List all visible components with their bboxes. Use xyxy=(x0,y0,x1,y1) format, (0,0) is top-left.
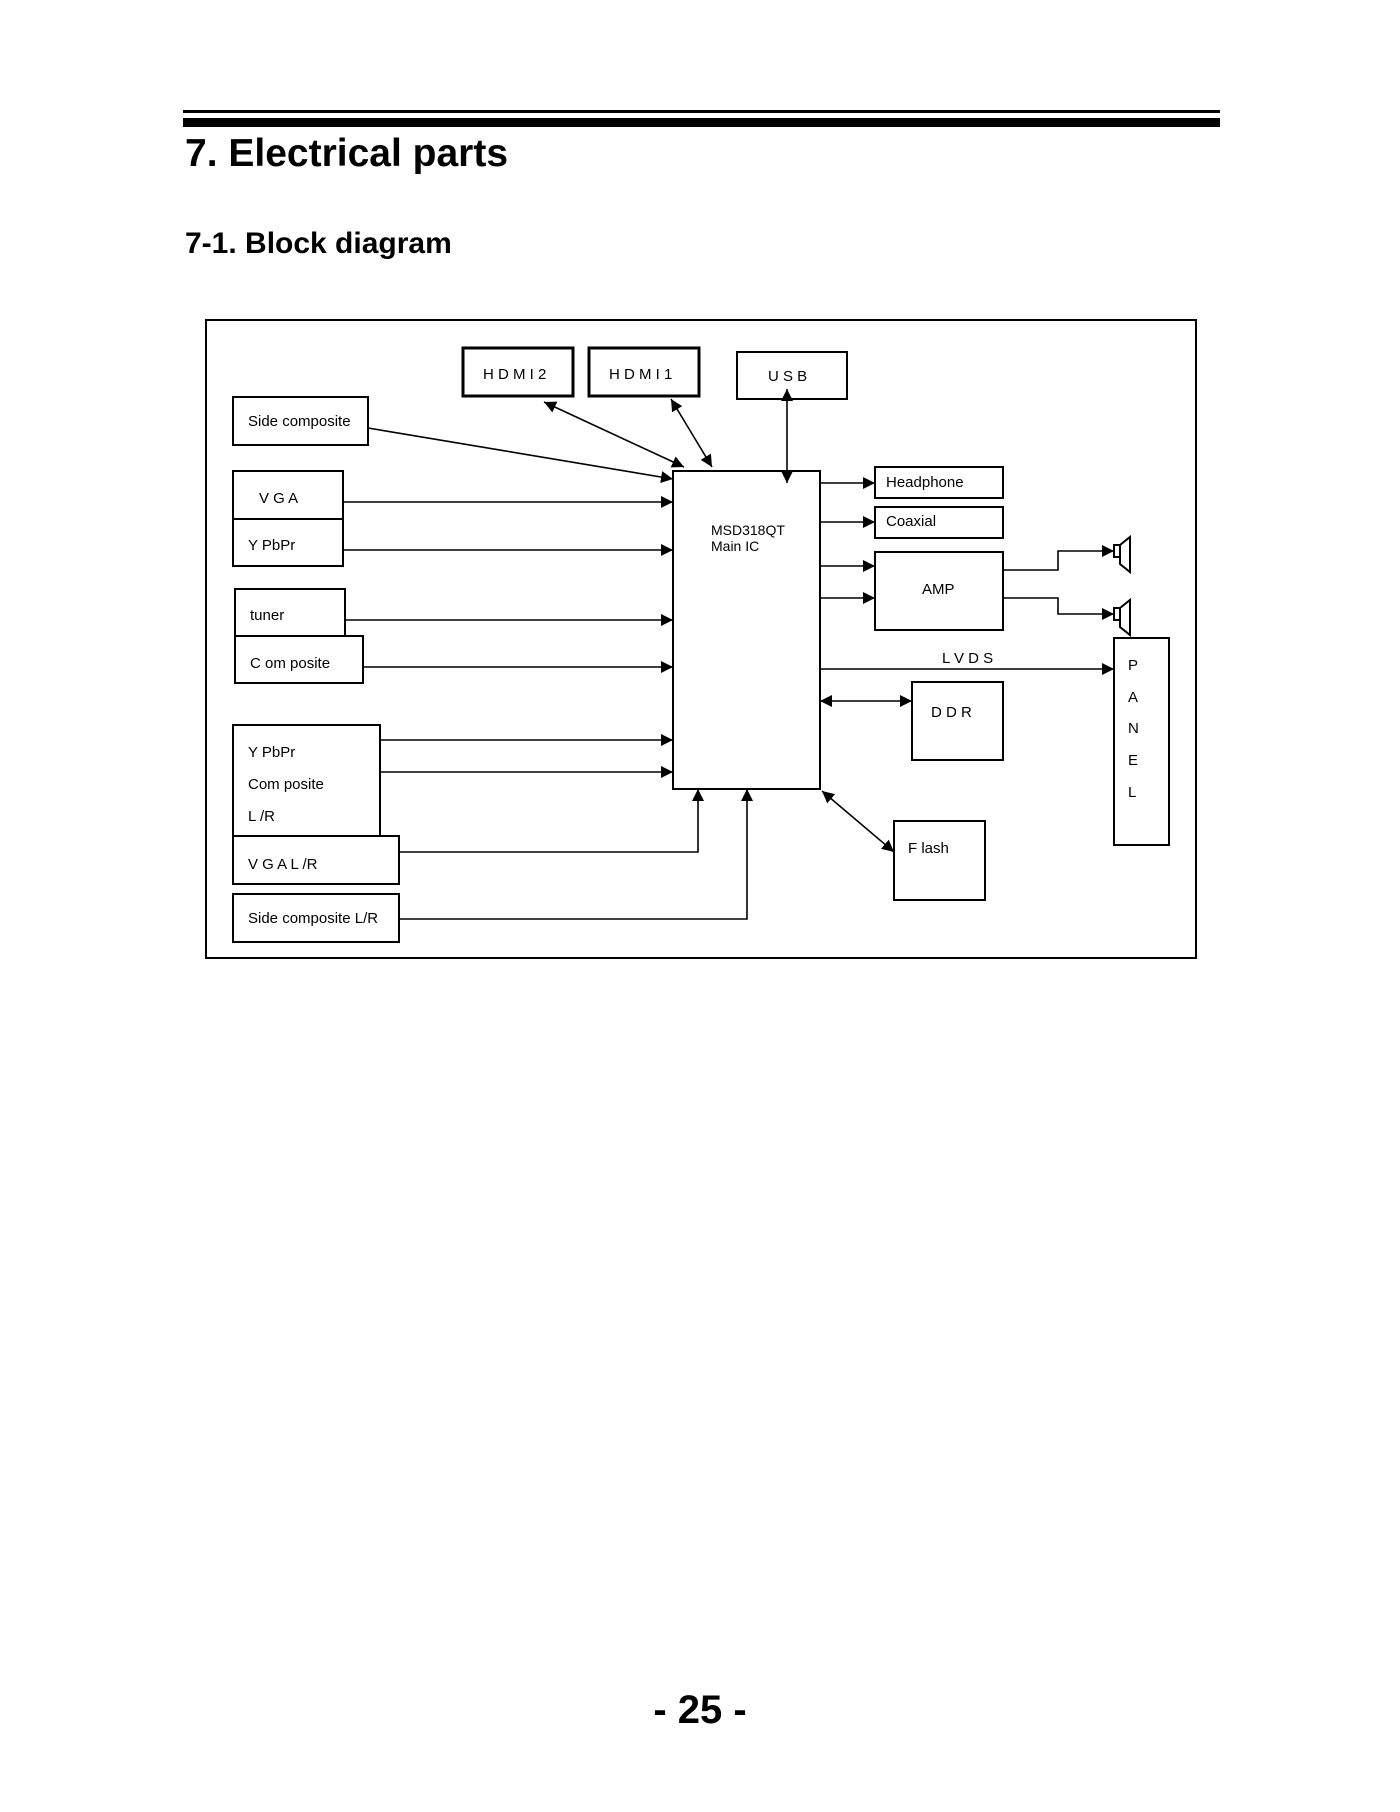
composite-box xyxy=(234,635,364,684)
hdmi1-label: H D M I 1 xyxy=(609,366,672,383)
header-rule-thick xyxy=(183,118,1220,127)
main-ic-label-2: Main IC xyxy=(711,538,759,554)
panel-letter-l: L xyxy=(1128,784,1136,801)
section-title: 7. Electrical parts xyxy=(185,132,509,175)
side-composite-lr-label: Side composite L/R xyxy=(248,910,378,927)
ddr-label: D D R xyxy=(931,704,972,721)
diagram-frame xyxy=(205,319,1197,959)
hdmi2-box xyxy=(461,346,575,398)
panel-box xyxy=(1113,637,1170,846)
speaker-top-icon xyxy=(1113,534,1131,575)
flash-box xyxy=(893,820,986,901)
panel-letter-a: A xyxy=(1128,689,1138,706)
ypbpr-group-label-1: Y PbPr xyxy=(248,744,295,761)
hdmi1-box xyxy=(587,346,701,398)
amp-speaker-bottom-link xyxy=(1003,597,1114,620)
panel-letter-e: E xyxy=(1128,752,1138,769)
main-ic-box xyxy=(672,470,821,790)
lvds-label: L V D S xyxy=(942,650,993,667)
panel-letter-n: N xyxy=(1128,720,1139,737)
side-composite-lr-arrow xyxy=(399,789,753,920)
ddr-box xyxy=(911,681,1004,761)
hdmi2-label: H D M I 2 xyxy=(483,366,546,383)
ypbpr-group-label-3: L /R xyxy=(248,808,275,825)
vga-lr-label: V G A L /R xyxy=(248,856,318,873)
coaxial-label: Coaxial xyxy=(886,513,936,530)
subsection-title: 7-1. Block diagram xyxy=(185,227,452,260)
side-composite-lr-box xyxy=(232,893,400,943)
panel-letter-p: P xyxy=(1128,657,1138,674)
hdmi1-link xyxy=(670,398,713,468)
main-ic-label-1: MSD318QT xyxy=(711,522,785,538)
vga-lr-box xyxy=(232,835,400,885)
amp-box xyxy=(874,551,1004,631)
composite-label: C om posite xyxy=(250,655,330,672)
page-number: - 25 - xyxy=(653,1688,747,1732)
tuner-label: tuner xyxy=(250,607,284,624)
side-composite-arrow xyxy=(367,427,674,483)
usb-label: U S B xyxy=(768,368,807,385)
ypbpr-box xyxy=(232,518,344,567)
hdmi2-link xyxy=(543,401,685,468)
ypbpr-label: Y PbPr xyxy=(248,537,295,554)
amp-speaker-top-link xyxy=(1003,545,1114,571)
flash-label: F lash xyxy=(908,840,949,857)
header-rule-thin xyxy=(183,110,1220,113)
ypbpr-group-label-2: Com posite xyxy=(248,776,324,793)
vga-lr-arrow xyxy=(399,789,704,853)
vga-label: V G A xyxy=(259,490,298,507)
side-composite-box xyxy=(232,396,369,446)
speaker-bottom-icon xyxy=(1113,597,1131,638)
amp-label: AMP xyxy=(922,581,955,598)
flash-link xyxy=(821,790,895,853)
headphone-label: Headphone xyxy=(886,474,964,491)
side-composite-label: Side composite xyxy=(248,413,351,430)
